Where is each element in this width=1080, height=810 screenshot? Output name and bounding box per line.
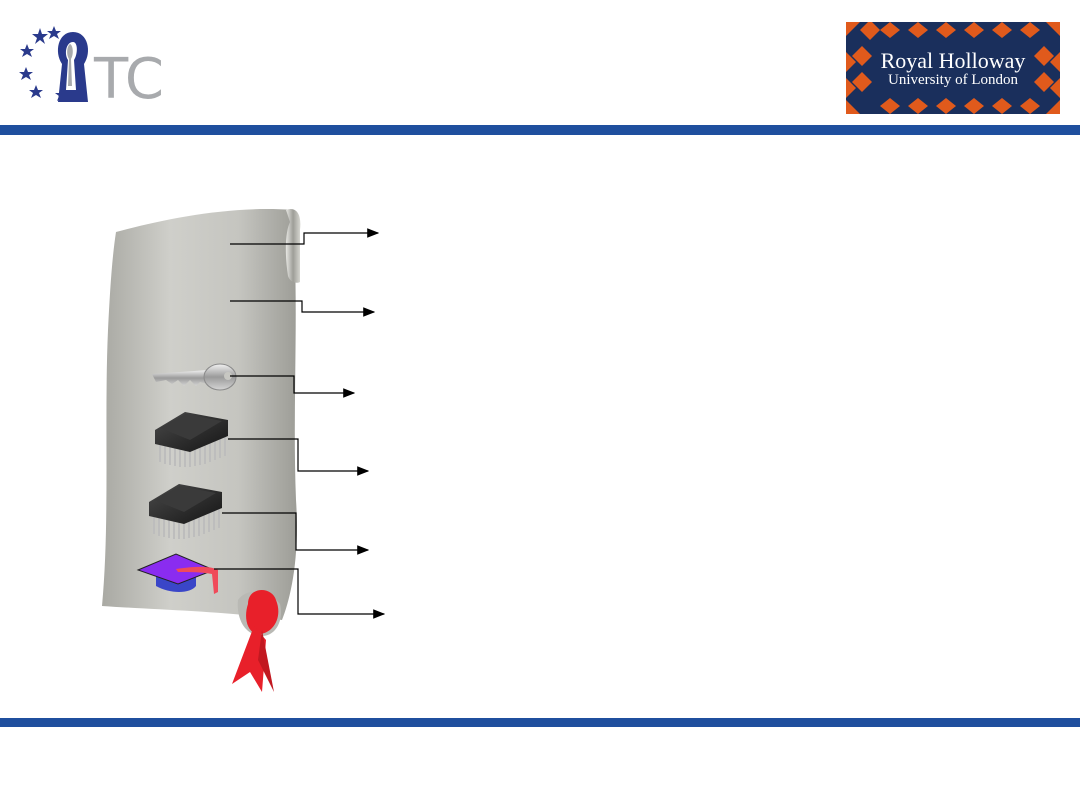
otc-logo-text: TC xyxy=(93,47,164,108)
connector-arrow xyxy=(230,300,376,317)
connector-arrow xyxy=(228,438,370,476)
diamond-border-icon xyxy=(846,22,1060,114)
scroll-paper xyxy=(102,209,297,620)
keyhole-icon xyxy=(57,32,89,102)
chip-icon xyxy=(149,484,222,539)
connector-arrow xyxy=(230,228,380,245)
scroll-top-roll xyxy=(285,208,301,283)
footer-bar xyxy=(0,718,1080,727)
wax-seal-icon xyxy=(232,589,279,692)
connector-arrow xyxy=(214,568,386,619)
chip-icon xyxy=(155,412,228,467)
connector-arrow xyxy=(222,512,370,555)
rh-line2: University of London xyxy=(888,72,1018,88)
royal-holloway-logo: Royal Holloway University of London xyxy=(846,22,1060,114)
header-bar xyxy=(0,125,1080,135)
opentc-logo: TC xyxy=(18,22,198,112)
key-icon xyxy=(152,363,237,391)
graduation-cap-icon xyxy=(136,553,218,594)
rh-line1: Royal Holloway xyxy=(880,48,1026,73)
connector-arrow xyxy=(230,375,356,398)
